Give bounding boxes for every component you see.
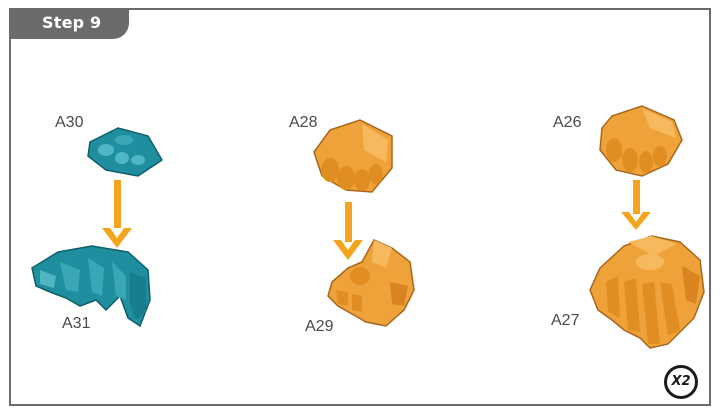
instruction-frame: [9, 8, 711, 406]
part-label-a30: A30: [55, 114, 84, 131]
part-a26-shape: [599, 105, 683, 177]
part-label-a31: A31: [62, 315, 91, 332]
arrow-3: [621, 180, 651, 230]
part-a31-shape: [31, 245, 151, 328]
arrow-1: [102, 180, 132, 248]
part-a28-shape: [313, 119, 393, 193]
part-label-a28: A28: [289, 114, 318, 131]
part-label-a27: A27: [551, 312, 580, 329]
quantity-badge: X2: [664, 365, 698, 399]
part-label-a29: A29: [305, 318, 334, 335]
part-a29-shape: [327, 239, 415, 327]
step-tab: Step 9: [9, 8, 129, 39]
part-label-a26: A26: [553, 114, 582, 131]
step-label: Step 9: [42, 13, 102, 32]
part-a30-shape: [87, 127, 164, 177]
part-a27-shape: [589, 235, 705, 349]
arrow-2: [333, 202, 363, 260]
